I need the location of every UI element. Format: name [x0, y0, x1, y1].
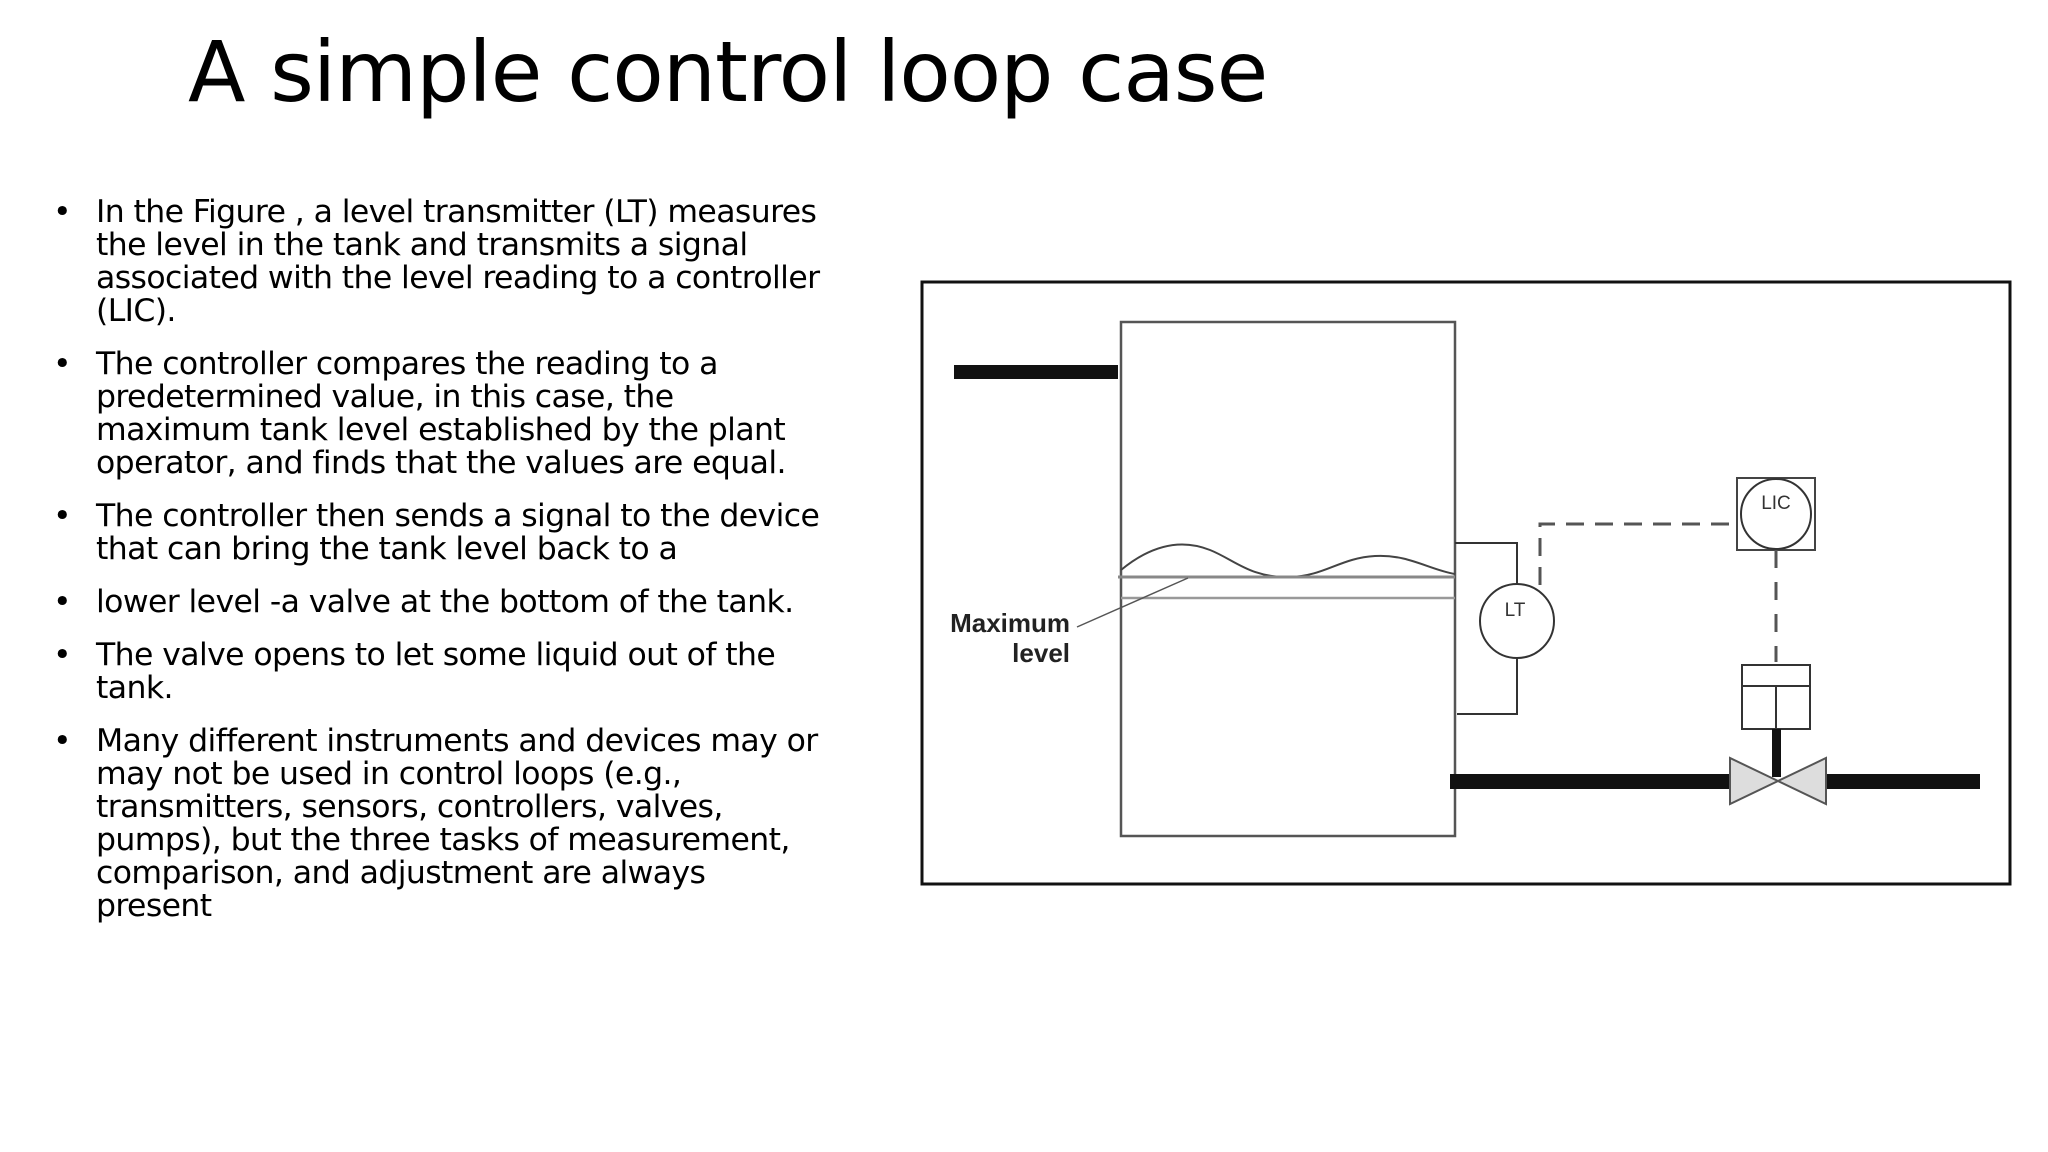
lt-instrument [1479, 583, 1555, 659]
bullet-dot-icon: • [53, 194, 72, 230]
control-loop-figure: Maximum level LT LIC [920, 280, 2012, 886]
bullet-text: The controller compares the reading to a… [96, 346, 787, 481]
bullet-list: • In the Figure , a level transmitter (L… [52, 196, 822, 943]
bullet-item: • The valve opens to let some liquid out… [52, 639, 822, 705]
inlet-pipe [954, 365, 1118, 379]
max-level-leader [1076, 577, 1189, 628]
bullet-item: • The controller compares the reading to… [52, 348, 822, 480]
bullet-dot-icon: • [53, 346, 72, 382]
outlet-pipe-left [1450, 774, 1735, 789]
outlet-pipe-right [1820, 774, 1980, 789]
bullet-dot-icon: • [53, 637, 72, 673]
control-loop-diagram: Maximum level LT LIC [920, 280, 2012, 886]
bullet-text: lower level -a valve at the bottom of th… [96, 584, 794, 620]
max-level-label-line1: Maximum [950, 608, 1070, 638]
lt-upper-tap [1455, 542, 1518, 585]
bullet-text: Many different instruments and devices m… [96, 723, 818, 924]
bullet-item: • The controller then sends a signal to … [52, 500, 822, 566]
lt-lower-tap [1457, 657, 1518, 715]
bullet-dot-icon: • [53, 584, 72, 620]
signal-line-lt-to-lic [1538, 522, 1740, 585]
bullet-text: The valve opens to let some liquid out o… [96, 637, 776, 706]
lt-label: LT [1505, 600, 1526, 621]
valve-body-right [1775, 756, 1827, 806]
tank [1119, 320, 1457, 838]
valve-stem [1772, 729, 1781, 777]
slide-title: A simple control loop case [188, 23, 1268, 121]
lic-label: LIC [1761, 493, 1791, 514]
bullet-dot-icon: • [53, 723, 72, 759]
bullet-text: In the Figure , a level transmitter (LT)… [96, 194, 820, 329]
bullet-item: • lower level -a valve at the bottom of … [52, 586, 822, 619]
lic-controller [1740, 478, 1812, 550]
bullet-text: The controller then sends a signal to th… [96, 498, 820, 567]
max-level-label-line2: level [1012, 638, 1070, 668]
valve-body-left [1729, 756, 1781, 806]
bullet-item: • Many different instruments and devices… [52, 725, 822, 923]
bullet-dot-icon: • [53, 498, 72, 534]
bullet-item: • In the Figure , a level transmitter (L… [52, 196, 822, 328]
